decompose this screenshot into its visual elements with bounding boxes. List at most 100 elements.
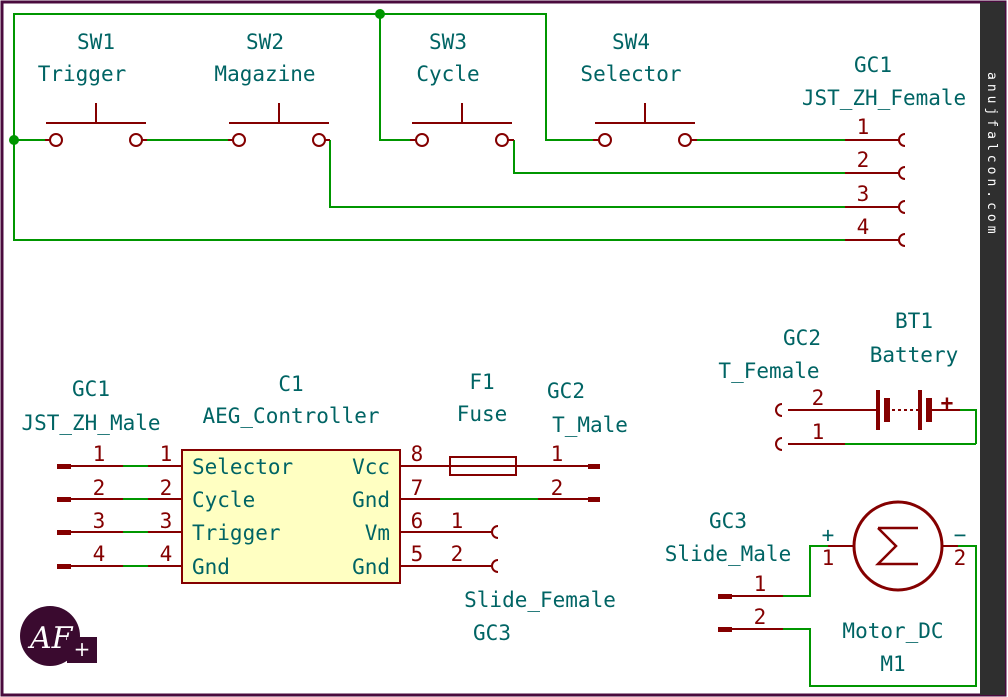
c1-pinnum-1: 1 <box>160 442 173 466</box>
gc1-female-pin-4: 4 <box>857 215 870 239</box>
motor-symbol-icon <box>874 526 918 566</box>
wire-motor-pin2 <box>783 545 977 687</box>
gc2-male-pin-2: 2 <box>551 476 564 500</box>
c1-pinname-gnd-7: Gnd <box>352 488 390 512</box>
sidebar-url[interactable]: anujfalcon.com <box>984 72 999 238</box>
c1-pinname-vm: Vm <box>365 521 390 545</box>
c1-pinnum-3: 3 <box>160 509 173 533</box>
m1-plus: + <box>822 523 835 547</box>
m1-ref: M1 <box>880 652 905 676</box>
c1-pinnum-4: 4 <box>160 542 173 566</box>
bt1-value: Battery <box>870 343 959 367</box>
gc1-female-value: JST_ZH_Female <box>802 86 966 110</box>
sw3-ref: SW3 <box>429 30 467 54</box>
c1-ref: C1 <box>278 372 303 396</box>
gc1-female-pin-1: 1 <box>857 115 870 139</box>
junction-top <box>375 9 385 19</box>
gc1-male-value: JST_ZH_Male <box>21 411 160 435</box>
sw2-value: Magazine <box>214 62 315 86</box>
gc3-female-pin-2: 2 <box>451 542 464 566</box>
gc2-female-ref: GC2 <box>783 326 821 350</box>
logo-badge: + <box>74 637 91 661</box>
gc1-female-ref: GC1 <box>854 53 892 77</box>
c1-pinname-vcc: Vcc <box>352 455 390 479</box>
gc1-male-pin-1: 1 <box>93 442 106 466</box>
switch-sw3[interactable]: SW3 Cycle <box>410 30 514 147</box>
connector-gc2-female[interactable]: GC2 T_Female 2 1 <box>718 326 845 451</box>
gc2-female-pin-2: 2 <box>812 386 825 410</box>
c1-pinname-cycle: Cycle <box>192 488 255 512</box>
logo-text: AF <box>27 621 74 656</box>
sidebar-bar <box>980 2 1005 695</box>
c1-pinnum-5: 5 <box>411 542 424 566</box>
motor-m1[interactable]: + − 1 2 Motor_DC M1 <box>822 500 967 676</box>
switch-sw2[interactable]: SW2 Magazine <box>214 30 330 147</box>
sw3-value: Cycle <box>416 62 479 86</box>
connector-gc1-female[interactable]: GC1 JST_ZH_Female 1 2 3 4 <box>802 53 966 247</box>
f1-value: Fuse <box>457 402 508 426</box>
f1-ref: F1 <box>469 370 494 394</box>
connector-gc3-female[interactable]: 1 2 Slide_Female GC3 <box>440 509 616 645</box>
gc3-female-ref: GC3 <box>473 621 511 645</box>
gc3-female-value: Slide_Female <box>464 588 616 612</box>
sw1-ref: SW1 <box>77 30 115 54</box>
c1-pinname-trigger: Trigger <box>192 521 281 545</box>
gc3-male-value: Slide_Male <box>665 542 791 566</box>
gc2-female-value: T_Female <box>718 359 819 383</box>
gc1-male-pin-4: 4 <box>93 542 106 566</box>
gc1-male-ref: GC1 <box>72 377 110 401</box>
gc2-female-pin-1: 1 <box>812 420 825 444</box>
m1-pin-1: 1 <box>822 546 835 570</box>
c1-body <box>181 449 401 584</box>
wire-common-to-sw3 <box>379 14 410 141</box>
controller-section: GC1 JST_ZH_Male 1 2 3 4 C1 AEG_ <box>21 370 627 645</box>
gc1-male-pins <box>57 464 123 569</box>
connector-gc3-male[interactable]: GC3 Slide_Male 1 2 <box>665 509 791 632</box>
sw2-ref: SW2 <box>246 30 284 54</box>
wire-battery-plus <box>960 409 977 444</box>
battery-bt1[interactable]: BT1 Battery + <box>845 309 960 430</box>
motor-section: GC3 Slide_Male 1 2 + − 1 2 Motor_DC M1 <box>665 500 977 687</box>
sw4-value: Selector <box>580 62 681 86</box>
sw1-value: Trigger <box>38 62 127 86</box>
gc1-female-pin-2: 2 <box>857 148 870 172</box>
switch-sw4[interactable]: SW4 Selector <box>580 30 697 147</box>
switch-sw1[interactable]: SW1 Trigger <box>38 30 147 147</box>
gc1-male-pin-2: 2 <box>93 476 106 500</box>
c1-pinnum-6: 6 <box>411 509 424 533</box>
wire-common-to-sw4 <box>13 13 593 141</box>
m1-pin-2: 2 <box>954 546 967 570</box>
connector-gc1-male[interactable]: GC1 JST_ZH_Male 1 2 3 4 <box>21 377 161 569</box>
gc3-male-pin-2: 2 <box>754 605 767 629</box>
battery-section: GC2 T_Female 2 1 BT1 Battery + <box>718 309 977 451</box>
gc1-male-pin-3: 3 <box>93 509 106 533</box>
sw4-ref: SW4 <box>612 30 650 54</box>
gc3-male-pin-1: 1 <box>754 572 767 596</box>
gc3-male-ref: GC3 <box>709 509 747 533</box>
wire-motor-pin1 <box>783 545 828 597</box>
junction-left <box>9 135 19 145</box>
c1-pinnum-8: 8 <box>411 442 424 466</box>
c1-pinname-selector: Selector <box>192 455 293 479</box>
m1-minus: − <box>954 523 967 547</box>
gc3-female-pin-1: 1 <box>451 509 464 533</box>
c1-pinnum-7: 7 <box>411 476 424 500</box>
gc2-male-ref: GC2 <box>547 379 585 403</box>
motor-body <box>852 500 944 592</box>
c1-pinname-gnd-5: Gnd <box>352 555 390 579</box>
switch-network: SW1 Trigger SW2 Magazine SW3 Cycle <box>9 9 966 247</box>
af-logo[interactable]: AF + <box>20 606 97 666</box>
connector-gc2-male[interactable]: GC2 T_Male 1 2 <box>538 379 628 502</box>
bt1-plus: + <box>941 391 954 415</box>
wire-sw3-pin2 <box>513 140 880 174</box>
wire-sw2-pin3 <box>329 140 880 208</box>
c1-value: AEG_Controller <box>202 404 379 428</box>
m1-value: Motor_DC <box>842 619 943 643</box>
c1-pinnum-2: 2 <box>160 476 173 500</box>
c1-pinname-gnd-left: Gnd <box>192 555 230 579</box>
fuse-f1[interactable]: F1 Fuse <box>440 370 538 476</box>
controller-c1[interactable]: C1 AEG_Controller 1 2 3 4 Selector Cycle… <box>148 372 440 584</box>
gc2-male-value: T_Male <box>552 413 628 437</box>
bt1-ref: BT1 <box>895 309 933 333</box>
